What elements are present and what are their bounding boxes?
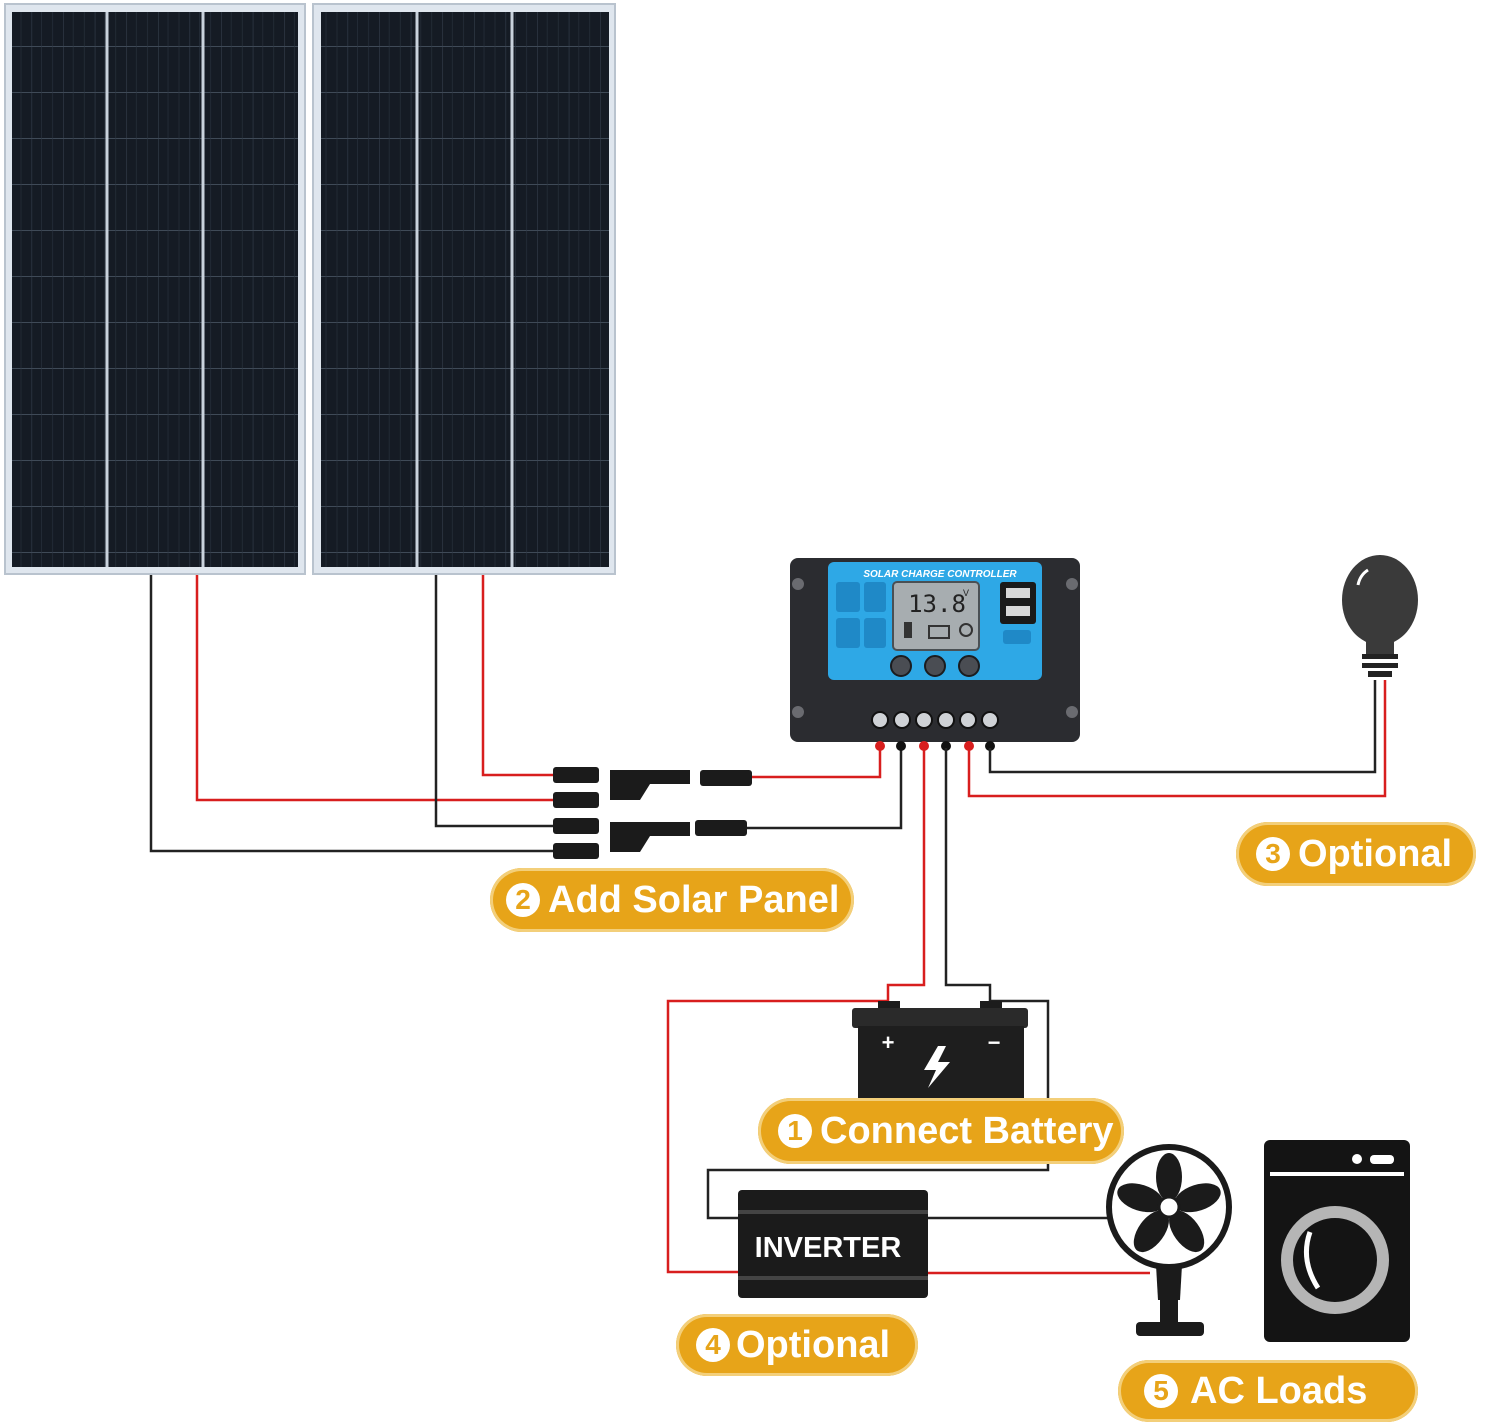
callout-text-1: Connect Battery: [820, 1109, 1114, 1152]
inverter-icon: INVERTER: [738, 1190, 928, 1298]
callout-optional-inverter: 4 Optional: [676, 1314, 918, 1376]
controller-display-unit: V: [963, 588, 969, 598]
battery-icon: + −: [852, 1001, 1028, 1104]
light-bulb-icon: [1342, 555, 1418, 677]
callout-number-2: 2: [506, 883, 540, 917]
battery-minus: −: [988, 1030, 1001, 1055]
solar-panel-1: [4, 3, 306, 575]
callout-ac-loads: 5 AC Loads: [1118, 1360, 1418, 1422]
panel-wires: [149, 575, 903, 853]
inverter-label: INVERTER: [755, 1232, 902, 1264]
controller-display-value: 13.8: [908, 590, 966, 618]
washing-machine-icon: [1264, 1140, 1410, 1342]
callout-text-4: Optional: [736, 1323, 891, 1366]
fan-icon: [1106, 1144, 1232, 1336]
callout-text-2: Add Solar Panel: [548, 878, 840, 921]
callout-number-1: 1: [778, 1114, 812, 1148]
mc4-branch-connectors: [553, 767, 752, 859]
callout-number-3: 3: [1256, 837, 1290, 871]
solar-panel-2: [312, 3, 616, 575]
callout-text-3: Optional: [1298, 832, 1453, 875]
callout-number-5: 5: [1144, 1374, 1178, 1408]
callout-text-5: AC Loads: [1190, 1369, 1368, 1412]
battery-wires: [666, 748, 1050, 1274]
callout-connect-battery: 1 Connect Battery: [758, 1098, 1124, 1164]
load-wires: [967, 680, 1387, 798]
controller-title: SOLAR CHARGE CONTROLLER: [863, 569, 1017, 580]
ac-load-wires: [928, 1216, 1150, 1275]
callout-add-solar-panel: 2 Add Solar Panel: [490, 868, 854, 932]
charge-controller: SOLAR CHARGE CONTROLLER 13.8 V: [790, 558, 1080, 751]
battery-plus: +: [882, 1030, 895, 1055]
callout-optional-lamp: 3 Optional: [1236, 822, 1476, 886]
callout-number-4: 4: [696, 1328, 730, 1362]
